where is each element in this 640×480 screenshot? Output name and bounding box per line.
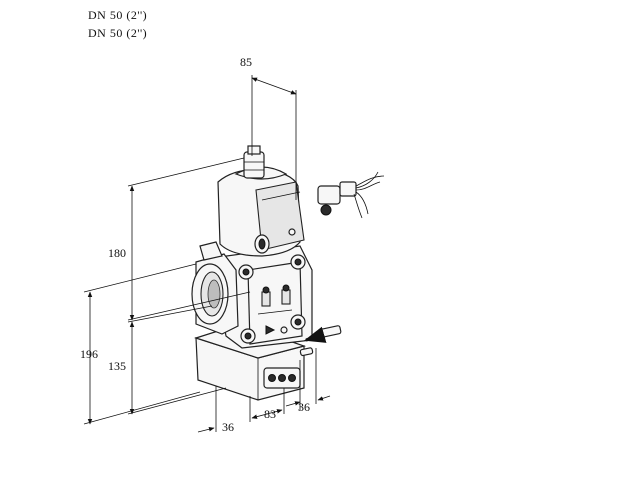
drawing-header: DN 50 (2'') DN 50 (2''): [88, 6, 147, 42]
dim-top-width: 85: [240, 55, 252, 69]
dimension-lines: 85 180 196 135 36 83 36: [80, 55, 331, 434]
electrical-connector: [317, 171, 385, 219]
dim-depth-mid: 83: [264, 407, 276, 421]
dim-height-lower: 135: [108, 359, 126, 373]
dim-height-upper: 180: [108, 246, 126, 260]
dim-depth-right: 36: [298, 400, 310, 414]
actuator-stem: [243, 151, 265, 179]
control-plate: [247, 261, 303, 345]
valve-body: [191, 145, 385, 401]
side-pressure-fitting: [317, 325, 342, 339]
dim-height-total: 196: [80, 347, 98, 361]
coil-screw: [288, 228, 296, 236]
flow-arrow-icon: [303, 326, 327, 343]
nominal-size-label-1: DN 50 (2''): [88, 8, 148, 22]
nominal-size-label-2: DN 50 (2''): [88, 26, 148, 40]
dim-depth-left: 36: [222, 420, 234, 434]
